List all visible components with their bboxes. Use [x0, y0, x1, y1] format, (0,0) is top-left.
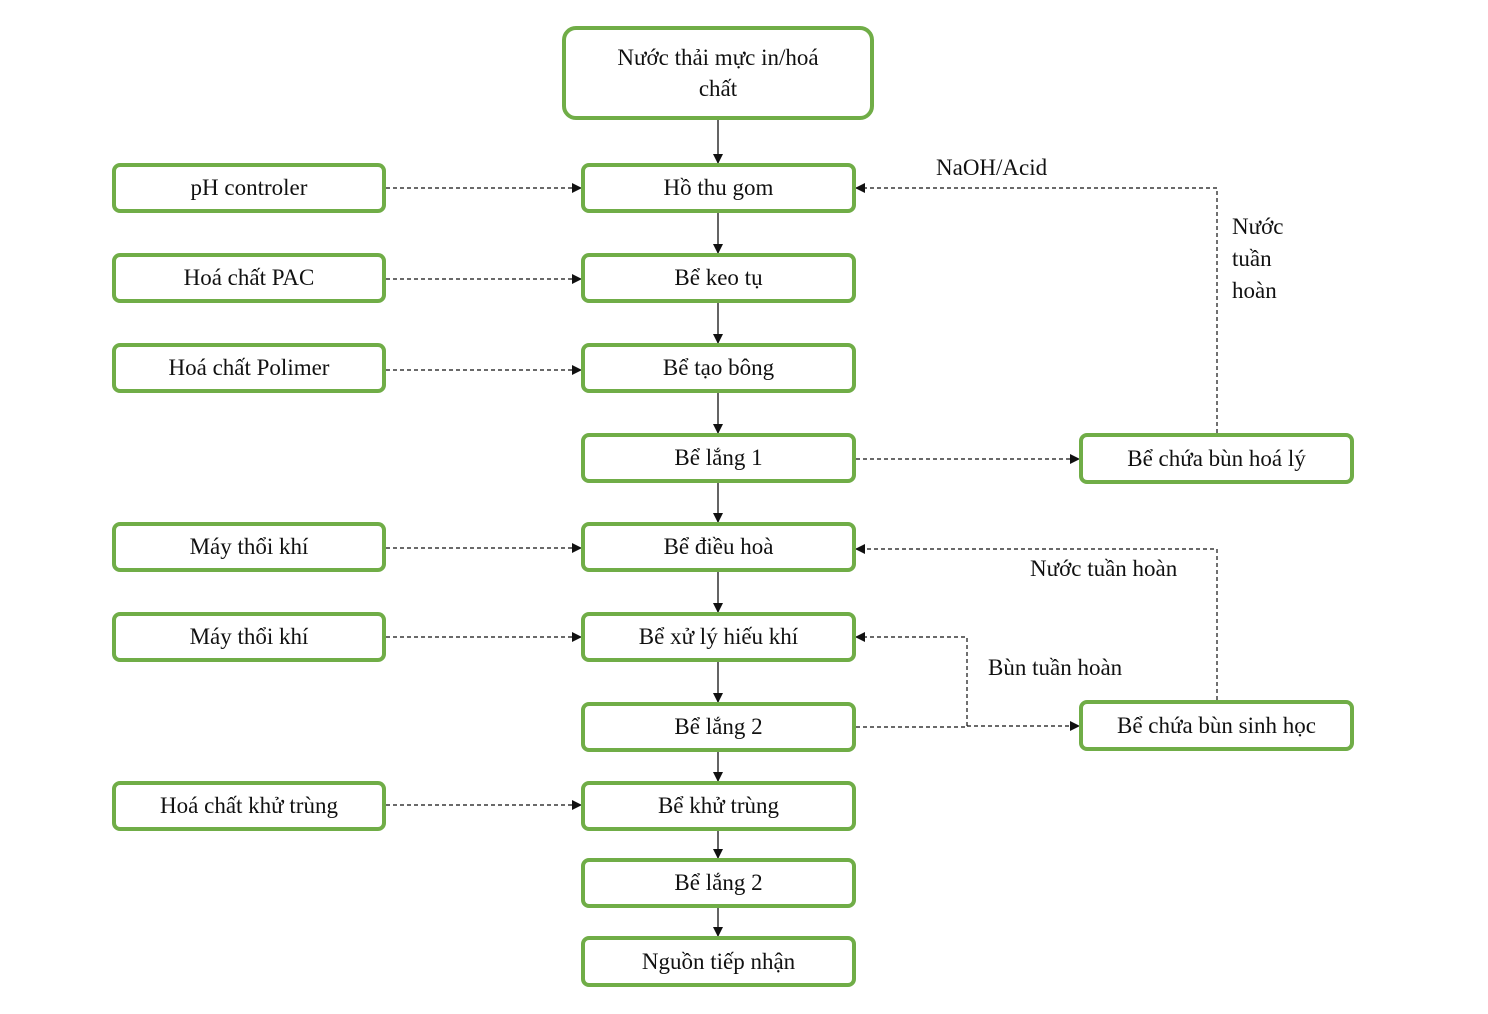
node-disinfectant: Hoá chất khử trùng [112, 781, 386, 831]
arrow-chem-sludge-to-collection [855, 183, 1218, 433]
node-ph-controller: pH controler [112, 163, 386, 213]
node-disinfection-tank: Bể khử trùng [581, 781, 856, 831]
arrow-bio-sludge-to-equalization [855, 544, 1218, 700]
node-collection-tank: Hồ thu gom [581, 163, 856, 213]
node-settling-tank-1: Bể lắng 1 [581, 433, 856, 483]
node-settling-tank-2b: Bể lắng 2 [581, 858, 856, 908]
node-settling-tank-2: Bể lắng 2 [581, 702, 856, 752]
node-blower-1: Máy thổi khí [112, 522, 386, 572]
node-source: Nước thải mực in/hoá chất [562, 26, 874, 120]
label-recycled-water-vertical: Nước tuần hoàn [1232, 214, 1284, 303]
arrow-settling2-to-aerobic [855, 632, 968, 728]
node-flocculation-tank: Bể tạo bông [581, 343, 856, 393]
node-aerobic-tank: Bể xử lý hiếu khí [581, 612, 856, 662]
node-chem-sludge-tank: Bể chứa bùn hoá lý [1079, 433, 1354, 484]
node-equalization-tank: Bể điều hoà [581, 522, 856, 572]
node-coagulation-tank: Bể keo tụ [581, 253, 856, 303]
node-polymer-chemical: Hoá chất Polimer [112, 343, 386, 393]
label-naoh-acid: NaOH/Acid [936, 155, 1048, 180]
label-recycled-water: Nước tuần hoàn [1030, 556, 1178, 581]
node-receiving-source: Nguồn tiếp nhận [581, 936, 856, 987]
node-pac-chemical: Hoá chất PAC [112, 253, 386, 303]
label-recycled-sludge: Bùn tuần hoàn [988, 655, 1123, 680]
node-blower-2: Máy thổi khí [112, 612, 386, 662]
node-bio-sludge-tank: Bể chứa bùn sinh học [1079, 700, 1354, 751]
